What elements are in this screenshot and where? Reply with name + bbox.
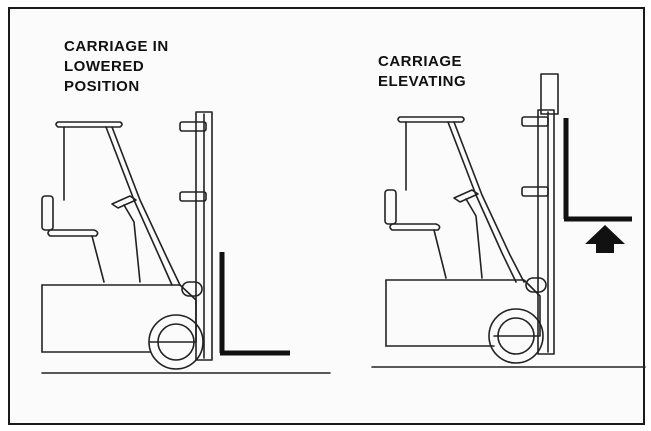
up-arrow-icon bbox=[585, 225, 625, 253]
seat-back-left bbox=[41, 195, 54, 231]
caption-lowered-line2: LOWERED bbox=[64, 58, 145, 75]
mast-outer-right bbox=[537, 109, 555, 355]
steering-column-right bbox=[465, 198, 483, 279]
seat-support-left bbox=[91, 235, 105, 283]
mast-crossbar-top-left bbox=[179, 121, 207, 132]
seat-back-right bbox=[384, 189, 397, 225]
caption-elevating-line1: CARRIAGE bbox=[378, 53, 463, 70]
mast-outer-left bbox=[195, 111, 213, 361]
mast-inner-extended-right bbox=[540, 73, 559, 115]
steering-column-left bbox=[123, 204, 141, 283]
steering-wheel-left bbox=[111, 195, 137, 209]
tilt-cylinder-right bbox=[525, 277, 547, 293]
seat-support-right bbox=[433, 229, 447, 279]
forklift-lowered bbox=[41, 111, 331, 374]
caption-elevating-line2: ELEVATING bbox=[378, 73, 467, 90]
body-left bbox=[41, 284, 197, 343]
seat-right bbox=[389, 223, 441, 231]
seat-left bbox=[47, 229, 99, 237]
steering-wheel-right bbox=[453, 189, 479, 203]
overhead-guard-right bbox=[397, 116, 465, 123]
guard-front-leg-left bbox=[111, 126, 181, 286]
front-wheel-right bbox=[488, 308, 544, 364]
front-wheel-hub-left bbox=[157, 323, 195, 361]
forklift-elevating bbox=[371, 73, 646, 368]
mast-crossbar-mid-right bbox=[521, 186, 549, 197]
guard-front-leg-inner-left bbox=[105, 126, 173, 286]
tilt-cylinder-left bbox=[181, 281, 203, 297]
front-wheel-left bbox=[148, 314, 204, 370]
caption-lowered-line3: POSITION bbox=[64, 78, 140, 95]
overhead-guard-left bbox=[55, 121, 123, 128]
guard-front-leg-right bbox=[453, 121, 525, 283]
mast-crossbar-mid-left bbox=[179, 191, 207, 202]
caption-lowered-line1: CARRIAGE IN bbox=[64, 38, 169, 55]
diagram-frame bbox=[8, 7, 645, 425]
mast-crossbar-top-right bbox=[521, 116, 549, 127]
body-right bbox=[385, 279, 541, 337]
guard-front-leg-inner-right bbox=[447, 121, 517, 283]
front-wheel-hub-right bbox=[497, 317, 535, 355]
